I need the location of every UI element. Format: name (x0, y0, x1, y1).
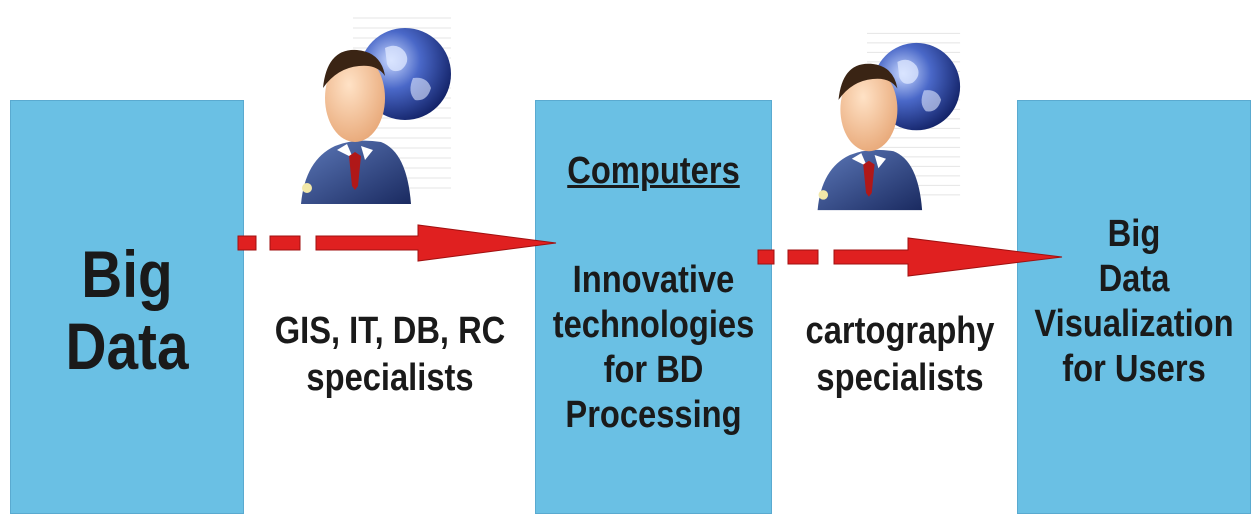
big-data-line: Big (81, 237, 173, 311)
computers-description: Innovative technologies for BD Processin… (539, 258, 769, 438)
second-edge-label: cartography specialists (788, 308, 1012, 402)
visualization-label: Big Data Visualization for Users (1019, 212, 1249, 392)
edge-line: cartography (805, 310, 995, 352)
computers-line: Processing (565, 394, 742, 436)
big-data-label: Big Data (26, 238, 227, 382)
edge-line: specialists (306, 357, 474, 399)
specialist-globe-icon (817, 32, 961, 211)
computers-box (535, 100, 772, 514)
visualization-line: Data (1098, 258, 1170, 300)
computers-line: Innovative (572, 259, 735, 301)
visualization-line: Visualization (1034, 303, 1234, 345)
big-data-box (10, 100, 244, 514)
edge-line: specialists (816, 357, 984, 399)
first-edge-label: GIS, IT, DB, RC specialists (244, 308, 536, 402)
second-arrow (757, 237, 1063, 277)
edge-line: GIS, IT, DB, RC (274, 310, 506, 352)
computers-line: for BD (603, 349, 704, 391)
computers-heading: Computers (567, 150, 740, 192)
computers-line: technologies (552, 304, 755, 346)
visualization-line: for Users (1062, 348, 1206, 390)
first-arrow (237, 224, 557, 262)
specialist-globe-icon (301, 17, 451, 204)
big-data-line: Data (65, 309, 189, 383)
visualization-line: Big (1107, 213, 1161, 255)
